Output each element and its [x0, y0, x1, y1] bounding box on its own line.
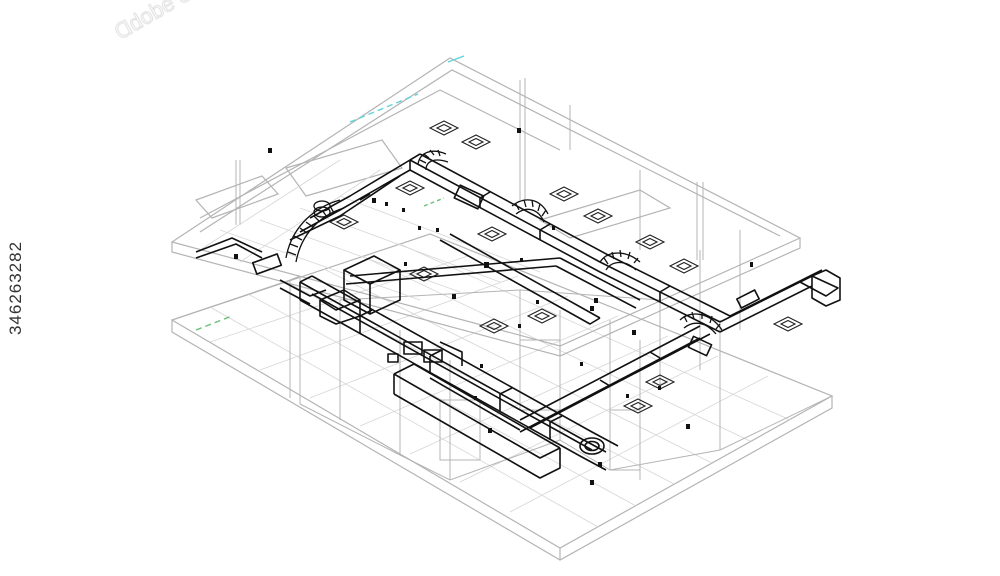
return-duct — [393, 363, 561, 479]
flex-elbows — [285, 149, 723, 335]
diffuser — [526, 308, 558, 324]
diffuser — [478, 318, 510, 334]
svg-text:Ɑdobe Stock: Ɑdobe Stock — [110, 0, 233, 44]
diffuser — [644, 374, 676, 390]
flex-elbow — [285, 199, 345, 263]
flex-elbow — [599, 249, 641, 271]
diffuser — [428, 120, 460, 136]
small-devices — [234, 128, 753, 485]
stock-image-id-text: 346263282 — [6, 240, 25, 336]
diffuser — [548, 186, 580, 202]
diffuser — [634, 234, 666, 250]
lower-floor-slab — [170, 233, 834, 561]
diffuser — [772, 316, 804, 332]
diffuser — [582, 208, 614, 224]
supply-duct-upper — [409, 153, 731, 333]
accent-dashes — [195, 55, 465, 331]
branch-duct-left — [195, 237, 327, 305]
watermark-pattern: Ɑdobe Stock — [109, 0, 233, 45]
diffuser — [622, 398, 654, 414]
flex-elbow — [511, 199, 549, 223]
diffuser — [476, 226, 508, 242]
flex-elbow — [417, 149, 449, 171]
diffuser — [328, 214, 360, 230]
hvac-ductwork — [195, 153, 841, 479]
main-duct-lower — [299, 275, 619, 471]
ceiling-slab — [170, 57, 802, 357]
diffuser — [394, 180, 426, 196]
diffuser — [668, 258, 700, 274]
diffuser — [460, 134, 492, 150]
cross-duct — [519, 325, 711, 433]
equipment-box — [319, 255, 401, 325]
middle-cross-duct — [345, 233, 641, 325]
supply-duct-right — [719, 269, 841, 333]
flex-elbow — [679, 311, 723, 335]
round-fitting — [313, 200, 331, 218]
duct-fittings — [387, 184, 713, 366]
ceiling-diffusers — [328, 120, 804, 414]
